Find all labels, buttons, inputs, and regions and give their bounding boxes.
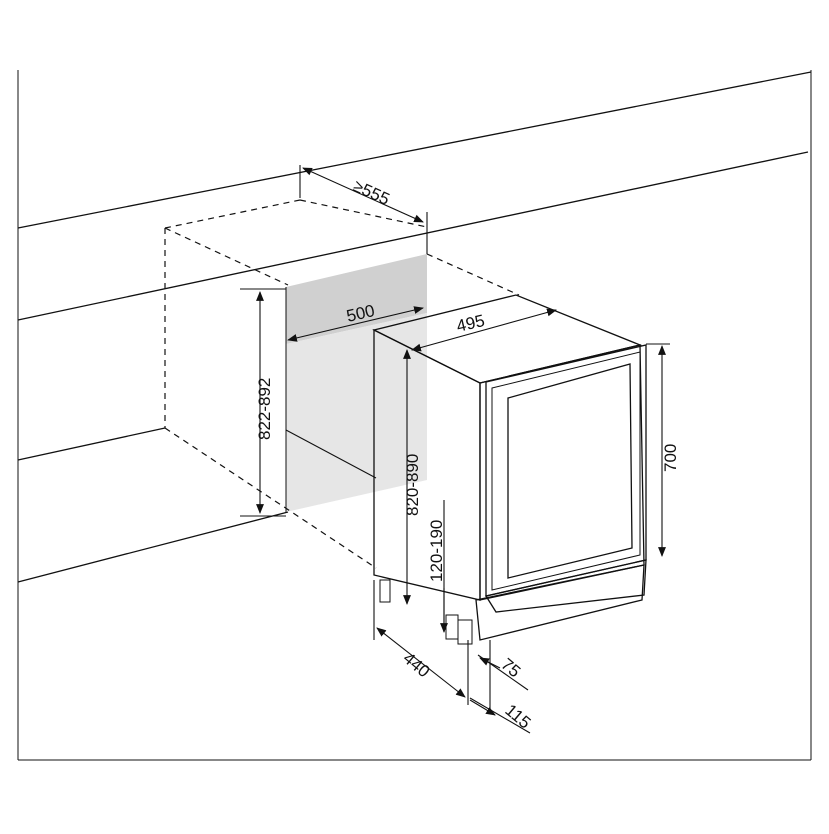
label-unit-depth: 495 [455, 311, 487, 336]
label-door-height: 700 [661, 444, 680, 472]
room-outline [17, 70, 812, 761]
label-front-offset: 115 [501, 701, 534, 733]
label-top-depth: ≥555 [350, 176, 392, 209]
label-foot-depth: 440 [399, 649, 433, 682]
label-unit-height: 820-890 [403, 454, 422, 516]
label-plinth-height: 120-190 [427, 520, 446, 582]
countertop [17, 71, 812, 583]
wine-cooler [372, 294, 647, 645]
label-door-offset: 75 [497, 655, 524, 682]
dimension-lines [240, 165, 670, 734]
hidden-edges [164, 199, 520, 569]
label-niche-height: 822-892 [255, 378, 274, 440]
